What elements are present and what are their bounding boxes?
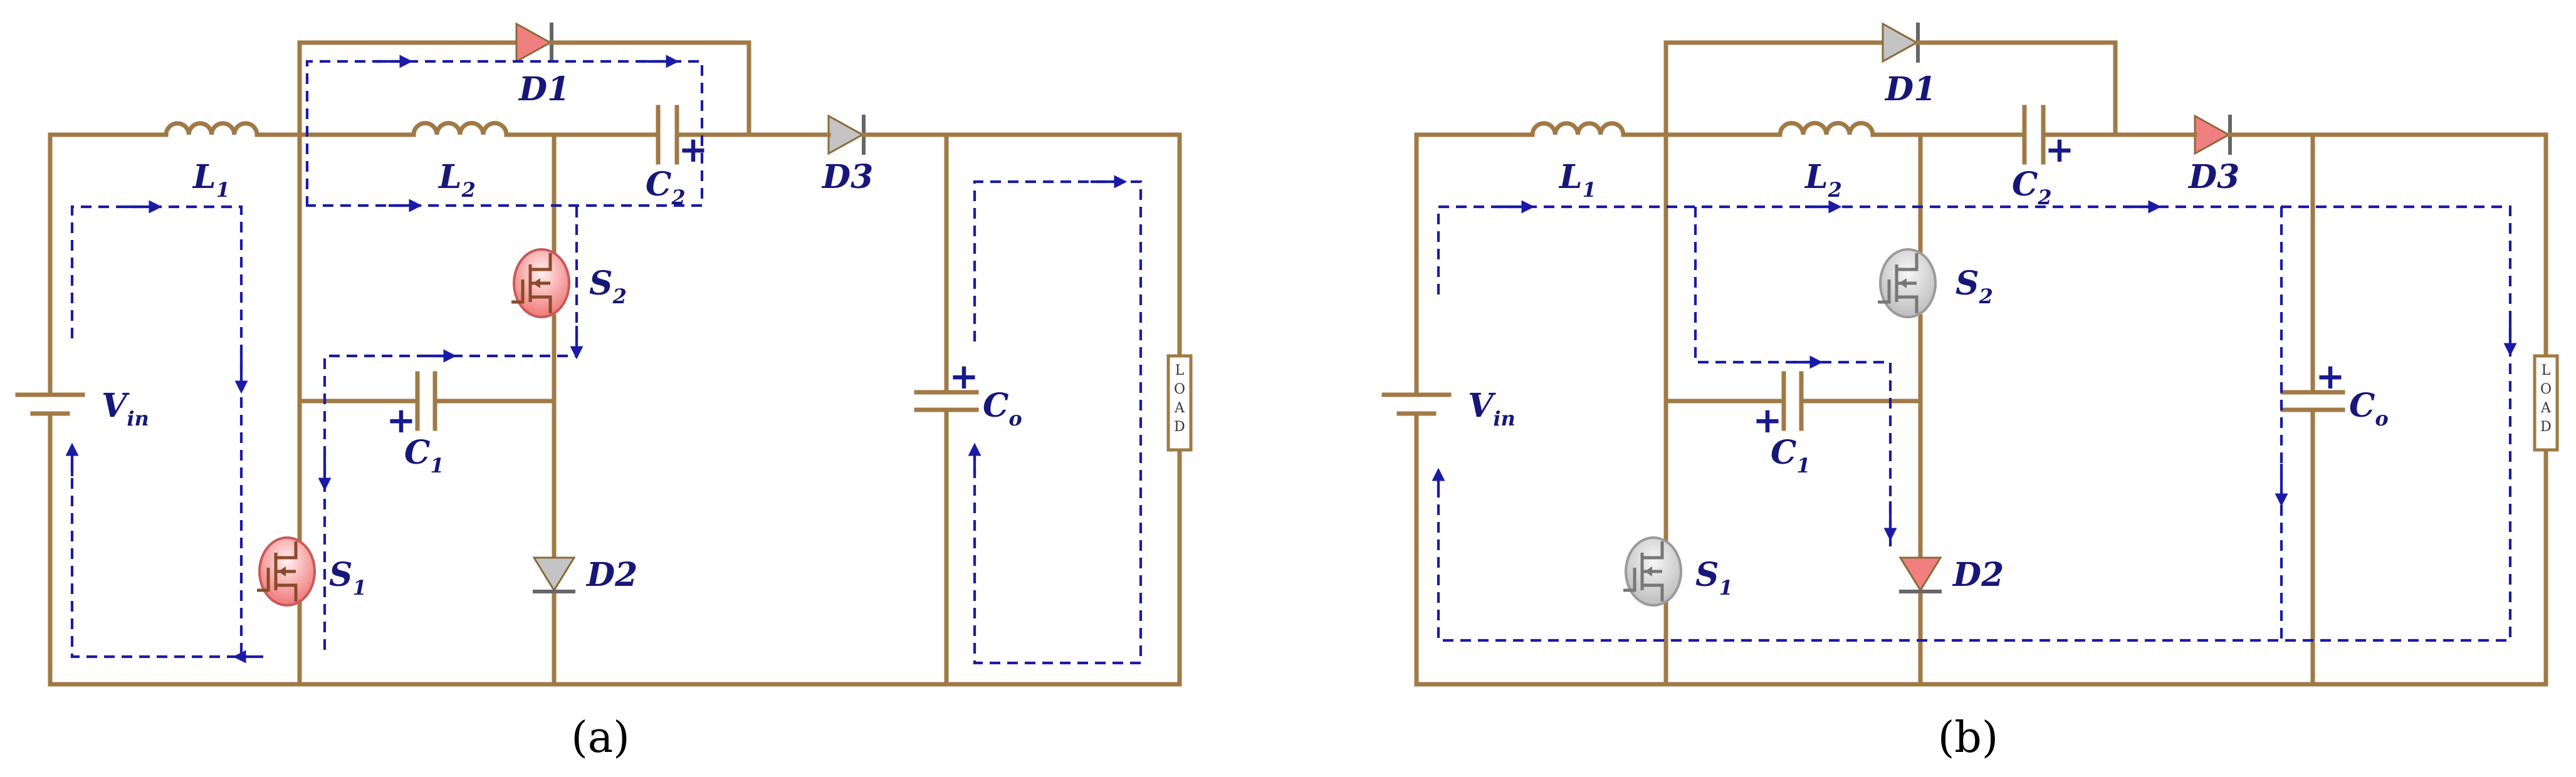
load-letter: O — [2540, 382, 2552, 397]
load-box — [1166, 354, 1193, 452]
label-co: Co — [983, 387, 1022, 430]
flow-main — [1437, 205, 2512, 642]
flow-l1-s1 — [70, 205, 243, 659]
load-letter: D — [2540, 419, 2552, 435]
flow-co-load — [973, 180, 1143, 665]
label-d1: D1 — [1884, 70, 1936, 108]
label-vin: Vin — [102, 387, 149, 430]
diode-d1-triangle — [515, 22, 553, 63]
switch-s1-drain — [276, 541, 298, 560]
label-d2: D2 — [585, 556, 637, 594]
wire-d1-right — [549, 40, 751, 137]
wire-d1-right — [1915, 40, 2118, 137]
switch-s1-source — [276, 583, 298, 602]
caption-a: (a) — [571, 713, 630, 763]
diode-d3-triangle — [827, 114, 865, 155]
switch-s2-gate — [511, 279, 525, 304]
load-letter: L — [1175, 363, 1185, 378]
c1-plus: + — [1753, 400, 1783, 441]
load-letter: D — [1174, 419, 1185, 435]
switch-s1-arrow — [278, 566, 286, 576]
switch-s2-drain — [1897, 253, 1919, 271]
switch-s2-drain — [530, 253, 552, 271]
label-s1: S1 — [1695, 556, 1733, 600]
switch-s2-arrow — [533, 278, 540, 288]
label-d2: D2 — [1952, 556, 2004, 594]
label-l2: L2 — [1804, 158, 1842, 202]
flow-c1-d2 — [1694, 207, 1892, 546]
switch-s1-drain — [1642, 541, 1664, 560]
label-l2: L2 — [437, 158, 476, 202]
label-c2: C2 — [646, 165, 686, 209]
label-l1: L1 — [192, 158, 230, 202]
diode-d2-triangle — [1898, 556, 1942, 592]
load-letter: A — [1174, 400, 1185, 416]
inductor-l1 — [1530, 121, 1626, 137]
switch-s2-gate — [1878, 279, 1891, 304]
flow-s2-c1 — [323, 207, 579, 657]
label-c1: C1 — [1771, 434, 1811, 477]
label-l1: L1 — [1558, 158, 1596, 202]
label-c1: C1 — [404, 434, 444, 477]
label-d3: D3 — [821, 158, 873, 196]
switch-s1-source — [1642, 583, 1664, 602]
switch-s2-source — [1897, 295, 1919, 313]
co-plus: + — [2316, 357, 2345, 397]
co-plus: + — [950, 357, 979, 397]
switch-s1-gate — [257, 568, 270, 592]
wire-d1-left — [1663, 40, 1886, 137]
diode-d2-triangle — [532, 556, 576, 592]
label-s2: S2 — [1956, 264, 1993, 308]
flow-l2-d1 — [305, 60, 704, 207]
caption-b: (b) — [1938, 713, 1999, 763]
switch-s1-arrow — [1645, 566, 1652, 576]
load-letter: O — [1174, 382, 1185, 397]
switch-s2-source — [530, 295, 552, 313]
label-vin: Vin — [1468, 387, 1516, 430]
load-letter: L — [2542, 363, 2551, 378]
load-letter: A — [2540, 400, 2552, 416]
inductor-l1 — [164, 121, 259, 137]
label-s2: S2 — [589, 264, 627, 308]
c1-plus: + — [387, 400, 416, 441]
load-box — [2533, 354, 2559, 452]
label-d1: D1 — [518, 70, 570, 108]
diode-d3-triangle — [2194, 114, 2231, 155]
inductor-l2 — [411, 121, 509, 137]
label-s1: S1 — [329, 556, 367, 600]
switch-s2-arrow — [1899, 278, 1907, 288]
switch-s1-gate — [1623, 568, 1636, 592]
label-co: Co — [2349, 387, 2389, 430]
diode-d1-triangle — [1882, 22, 1919, 63]
inductor-l2 — [1778, 121, 1875, 137]
label-c2: C2 — [2012, 165, 2052, 209]
wire-d1-left — [297, 40, 520, 137]
label-d3: D3 — [2187, 158, 2239, 196]
